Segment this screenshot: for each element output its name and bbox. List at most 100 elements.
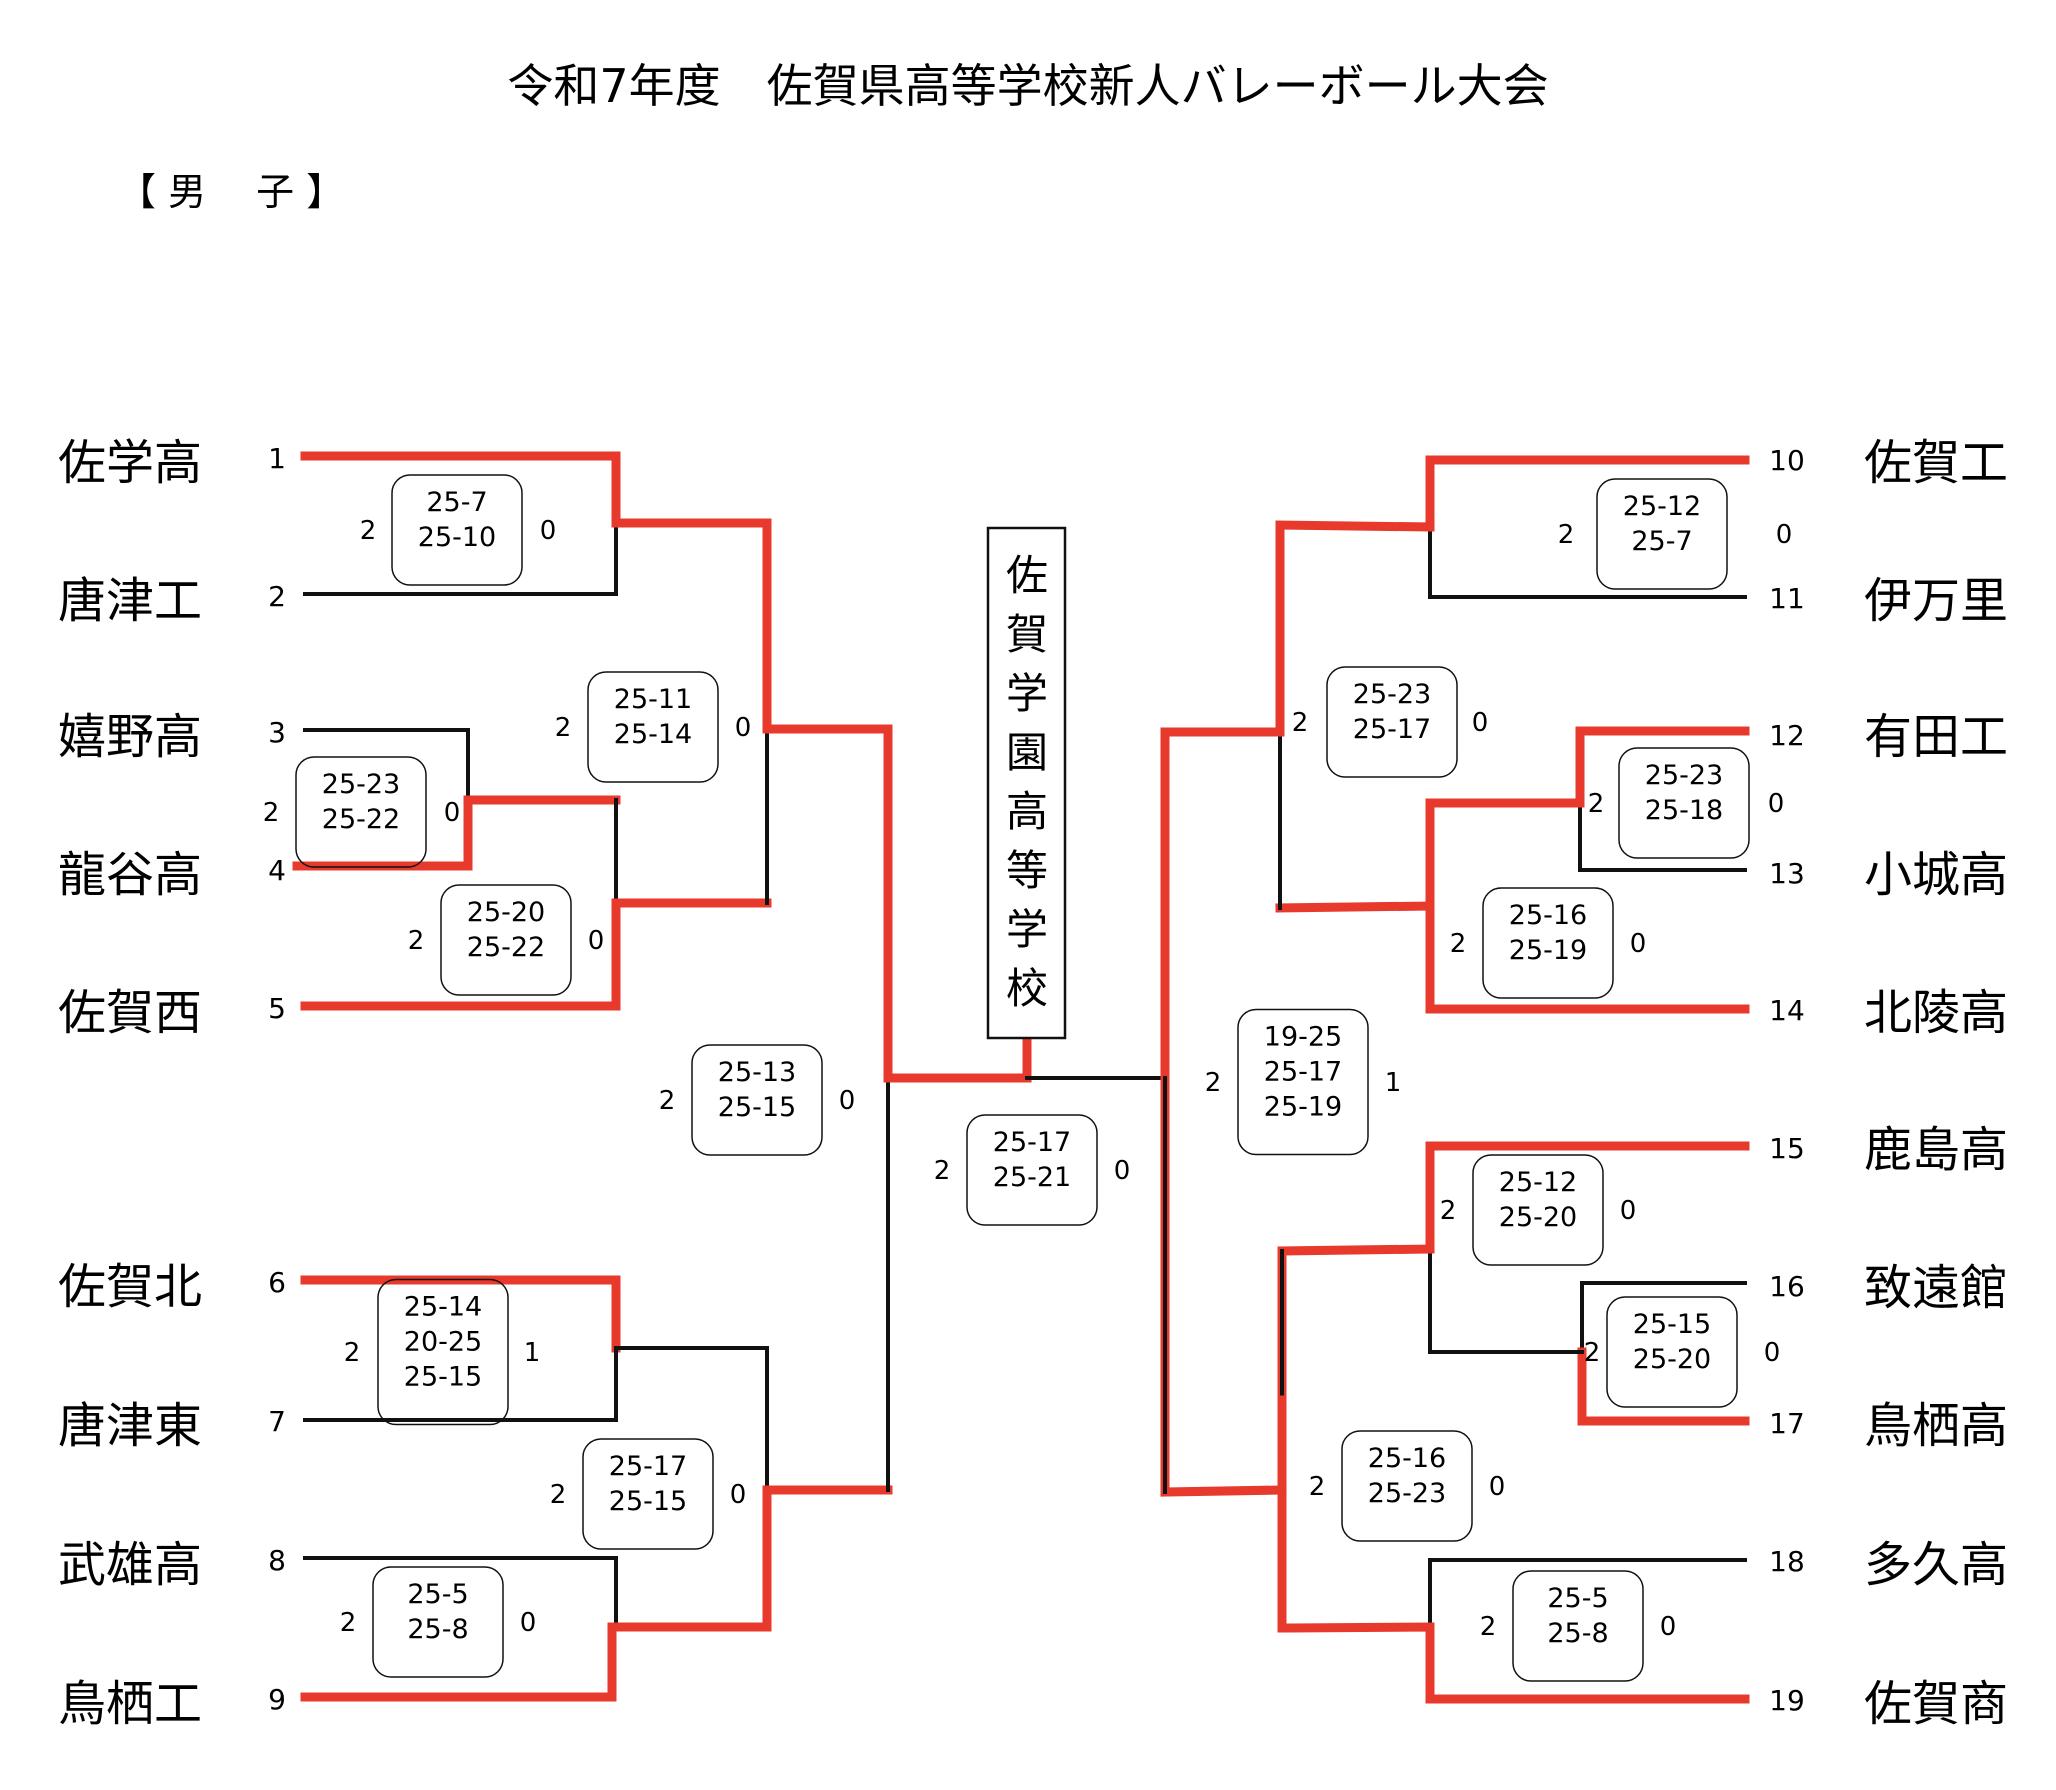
set-score: 25-17 bbox=[609, 1451, 687, 1482]
team-seed-5: 5 bbox=[268, 992, 286, 1025]
set-score: 25-14 bbox=[404, 1292, 482, 1323]
sets-won-a: 2 bbox=[1584, 1338, 1601, 1368]
team-seed-9: 9 bbox=[268, 1683, 286, 1716]
score-frame bbox=[1482, 887, 1614, 999]
score-frame bbox=[295, 756, 427, 868]
sets-won-b: 0 bbox=[1630, 929, 1647, 959]
set-score: 25-11 bbox=[614, 684, 692, 715]
sets-won-b: 0 bbox=[1776, 520, 1793, 550]
line-team-16 bbox=[1580, 1281, 1747, 1354]
sets-won-b: 0 bbox=[735, 713, 752, 743]
team-name-10: 佐賀工 bbox=[1864, 435, 2008, 491]
sets-won-b: 0 bbox=[588, 926, 605, 956]
line-team-18 bbox=[1428, 1558, 1747, 1629]
set-score: 25-22 bbox=[467, 932, 545, 963]
sets-won-b: 0 bbox=[1489, 1472, 1506, 1502]
set-score: 25-7 bbox=[426, 487, 487, 518]
line-team-12 bbox=[1575, 726, 1750, 808]
set-score: 25-5 bbox=[407, 1579, 468, 1610]
score-frame bbox=[1606, 1296, 1738, 1408]
champion-box: 佐賀学園高等学校 bbox=[986, 526, 1067, 1040]
set-score: 25-23 bbox=[322, 769, 400, 800]
line-final-left bbox=[883, 1035, 1032, 1083]
sets-won-a: 2 bbox=[934, 1156, 951, 1186]
line-team-17 bbox=[1577, 1347, 1750, 1426]
sets-won-b: 0 bbox=[1768, 789, 1785, 819]
score-frame bbox=[391, 474, 523, 586]
champion-char: 賀 bbox=[1006, 610, 1048, 659]
sets-won-b: 0 bbox=[839, 1086, 856, 1116]
team-name-2: 唐津工 bbox=[58, 573, 202, 629]
sets-won-a: 2 bbox=[659, 1086, 676, 1116]
score-frame bbox=[1341, 1430, 1473, 1542]
left-bracket-lines bbox=[292, 451, 1164, 1702]
team-seed-6: 6 bbox=[268, 1266, 286, 1299]
sets-won-b: 1 bbox=[1385, 1068, 1402, 1098]
line-right-semi-bottom bbox=[1160, 1085, 1287, 1497]
champion-char: 佐 bbox=[1006, 551, 1048, 600]
page-title: 令和7年度 佐賀県高等学校新人バレーボール大会 bbox=[507, 59, 1548, 113]
set-score: 25-8 bbox=[1547, 1618, 1608, 1649]
sets-won-b: 0 bbox=[1764, 1338, 1781, 1368]
team-name-9: 鳥栖工 bbox=[58, 1676, 202, 1732]
set-score: 25-17 bbox=[1264, 1057, 1342, 1088]
line-r2c-bottom bbox=[607, 1485, 893, 1632]
sets-won-a: 2 bbox=[1309, 1472, 1326, 1502]
line-r-r2c-win bbox=[1277, 1244, 1435, 1405]
sets-won-b: 0 bbox=[520, 1608, 537, 1638]
sets-won-b: 0 bbox=[1620, 1196, 1637, 1226]
line-team-4 bbox=[292, 795, 621, 871]
champion-char: 学 bbox=[1006, 669, 1048, 718]
team-seed-4: 4 bbox=[268, 854, 286, 887]
line-team-15 bbox=[1425, 1141, 1750, 1254]
set-score: 25-22 bbox=[322, 804, 400, 835]
team-name-15: 鹿島高 bbox=[1864, 1122, 2008, 1178]
team-name-5: 佐賀西 bbox=[58, 985, 202, 1041]
left-team-labels: 佐学高 1 唐津工 2 嬉野高 3 龍谷高 4 佐賀西 5 佐賀北 6 唐津東 … bbox=[58, 435, 286, 1732]
team-name-14: 北陵高 bbox=[1864, 985, 2008, 1041]
team-seed-15: 15 bbox=[1769, 1132, 1805, 1165]
set-score: 25-21 bbox=[993, 1162, 1071, 1193]
line-team-11 bbox=[1428, 525, 1747, 599]
team-seed-12: 12 bbox=[1769, 719, 1805, 752]
champion-char: 学 bbox=[1006, 905, 1048, 954]
team-name-8: 武雄高 bbox=[58, 1537, 202, 1593]
score-frame bbox=[377, 1278, 509, 1426]
team-seed-13: 13 bbox=[1769, 857, 1805, 890]
team-seed-14: 14 bbox=[1769, 994, 1805, 1027]
set-score: 25-18 bbox=[1645, 795, 1723, 826]
team-name-1: 佐学高 bbox=[58, 435, 202, 491]
sets-won-a: 2 bbox=[1440, 1196, 1457, 1226]
sets-won-a: 2 bbox=[555, 713, 572, 743]
set-score: 25-15 bbox=[718, 1092, 796, 1123]
sets-won-b: 0 bbox=[1660, 1612, 1677, 1642]
line-team-3 bbox=[303, 728, 470, 802]
line-r-r2b-top bbox=[1425, 798, 1585, 911]
line-team-5 bbox=[300, 898, 772, 1011]
set-score: 25-13 bbox=[718, 1057, 796, 1088]
team-seed-19: 19 bbox=[1769, 1684, 1805, 1717]
set-score: 25-8 bbox=[407, 1614, 468, 1645]
set-score: 25-23 bbox=[1353, 679, 1431, 710]
set-score: 25-10 bbox=[418, 522, 496, 553]
score-frame bbox=[1512, 1570, 1644, 1682]
line-r2c-top bbox=[614, 1346, 769, 1492]
score-frame bbox=[966, 1114, 1098, 1226]
sets-won-a: 2 bbox=[1450, 929, 1467, 959]
set-score: 25-15 bbox=[609, 1486, 687, 1517]
champion-name: 佐賀学園高等学校 bbox=[1006, 551, 1048, 1013]
line-team-9 bbox=[300, 1622, 617, 1702]
team-seed-16: 16 bbox=[1769, 1270, 1805, 1303]
sets-won-a: 2 bbox=[1558, 520, 1575, 550]
set-score: 25-15 bbox=[404, 1362, 482, 1393]
section-label: 【 男 子 】 bbox=[118, 170, 344, 214]
sets-won-b: 0 bbox=[540, 516, 557, 546]
champion-char: 園 bbox=[1006, 728, 1048, 777]
champion-char: 校 bbox=[1006, 964, 1048, 1013]
score-frame bbox=[1472, 1154, 1604, 1266]
sets-won-a: 2 bbox=[550, 1480, 567, 1510]
